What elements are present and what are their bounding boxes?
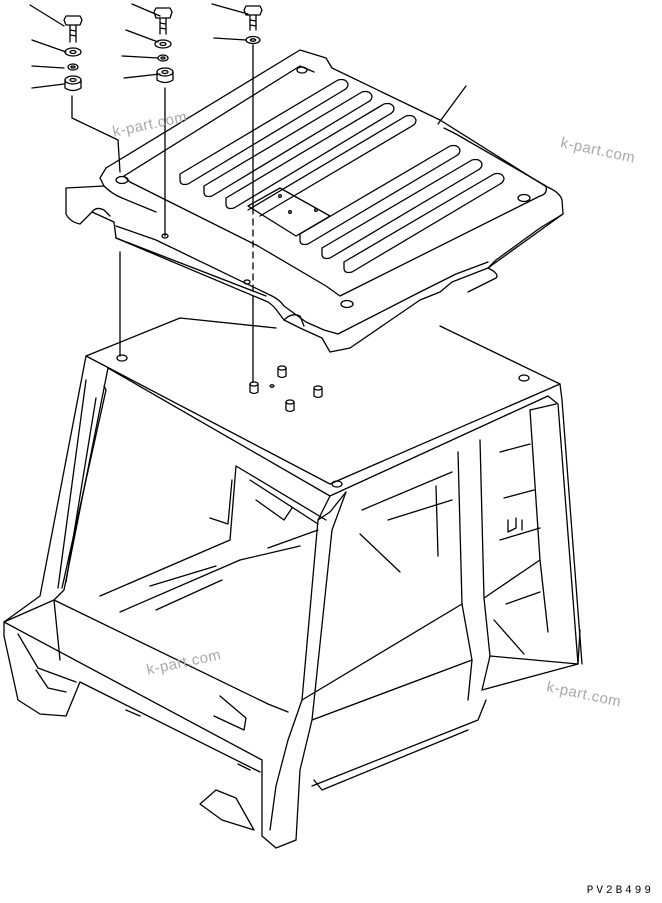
rubber-mount-icon [157, 68, 173, 83]
washer-icon [155, 40, 171, 48]
nut-icon [250, 366, 322, 412]
roof-cover [66, 50, 563, 352]
assembly-lines [120, 45, 253, 382]
leader-lines [30, 4, 466, 172]
washer-icon [65, 48, 81, 56]
lock-washer-icon [158, 55, 168, 61]
bolt-icon [64, 16, 82, 42]
cab-frame [4, 318, 582, 848]
lock-washer-icon [68, 64, 78, 70]
bolt-icon [154, 8, 172, 34]
rubber-mount-icon [65, 76, 81, 91]
drawing-code: PV2B499 [586, 885, 654, 897]
washer-icon [246, 37, 260, 44]
bolt-icon [244, 6, 262, 30]
